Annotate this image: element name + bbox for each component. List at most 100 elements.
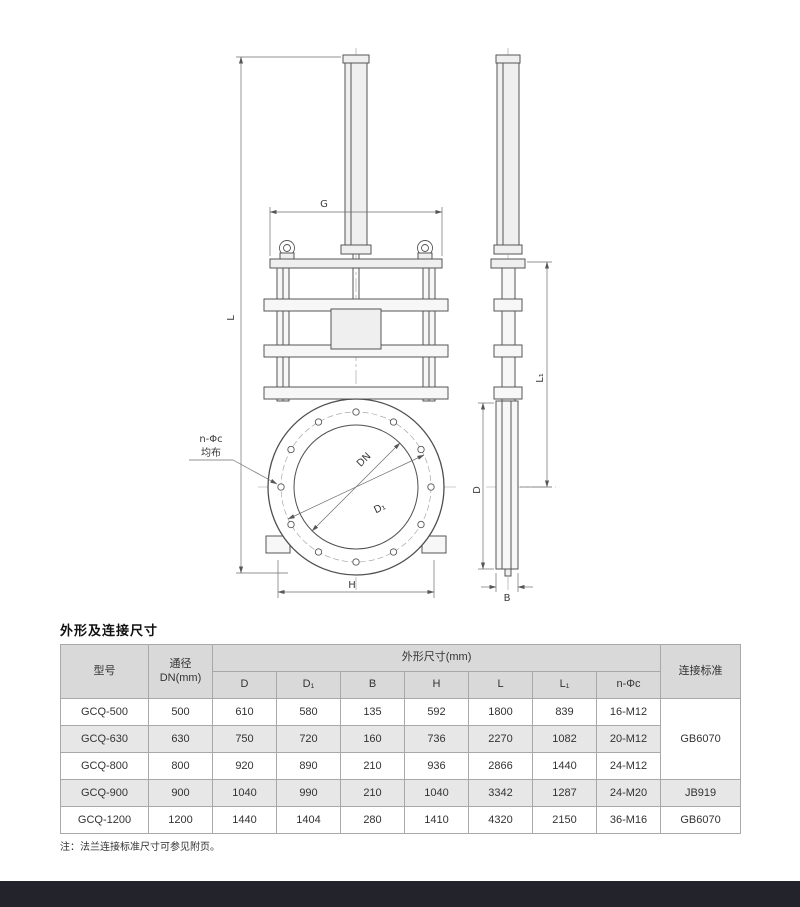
table-cell: 720 <box>276 725 341 753</box>
table-cell: GCQ-500 <box>60 698 149 726</box>
header-standard: 连接标准 <box>660 644 742 699</box>
table-cell: 630 <box>148 725 213 753</box>
table-cell: 936 <box>404 752 469 780</box>
header-dim-h: H <box>404 671 469 699</box>
table-cell: 24-M12 <box>595 752 662 780</box>
header-dim-l1: L₁ <box>532 671 597 699</box>
header-dim-l: L <box>468 671 533 699</box>
table-cell: 610 <box>212 698 277 726</box>
header-model: 型号 <box>60 644 149 699</box>
header-dn-line2: DN(mm) <box>159 671 202 684</box>
header-dn: 通径 DN(mm) <box>148 644 213 699</box>
table-cell: 280 <box>340 806 405 834</box>
table-cell: 3342 <box>468 779 533 807</box>
table-row: GCQ-500 500 610 580 135 592 1800 839 16-… <box>60 698 742 780</box>
table-cell: 1040 <box>404 779 469 807</box>
table-row: GCQ-1200 1200 1440 1404 280 1410 4320 21… <box>60 806 742 834</box>
dimension-G: G <box>269 199 443 256</box>
table-cell: 16-M12 <box>595 698 662 726</box>
header-dims-group: 外形尺寸(mm) <box>211 644 662 672</box>
table-cell: 24-M20 <box>595 779 662 807</box>
bolt-holes <box>277 408 435 566</box>
table-cell: 1287 <box>532 779 597 807</box>
table-cell: 1040 <box>212 779 277 807</box>
header-dim-d1: D₁ <box>276 671 341 699</box>
table-cell: 592 <box>404 698 469 726</box>
dimension-L: L <box>226 56 341 574</box>
table-cell: 2866 <box>468 752 533 780</box>
table-cell: 160 <box>340 725 405 753</box>
table-cell: 990 <box>276 779 341 807</box>
table-cell: 1440 <box>532 752 597 780</box>
table-cell: 890 <box>276 752 341 780</box>
table-cell: GCQ-1200 <box>60 806 149 834</box>
table-cell: GCQ-900 <box>60 779 149 807</box>
technical-drawing: DN D₁ G L H <box>189 48 556 604</box>
dimension-H: H <box>277 560 435 598</box>
yoke-frame <box>263 258 449 402</box>
table-cell: 1410 <box>404 806 469 834</box>
standard-cell: GB6070 <box>660 698 742 780</box>
table-cell: 210 <box>340 752 405 780</box>
label-h: H <box>348 580 356 591</box>
bolt-callout: n-Φc 均布 <box>189 434 278 485</box>
footer-bar <box>0 881 800 907</box>
table-header-row-2: D D₁ B H L L₁ n-Φc <box>61 671 741 699</box>
table-cell: 4320 <box>468 806 533 834</box>
lifting-eye-right <box>417 240 433 260</box>
table-cell: 1082 <box>532 725 597 753</box>
table-cell: GCQ-630 <box>60 725 149 753</box>
section-title: 外形及连接尺寸 <box>60 623 159 638</box>
table-row: GCQ-900 900 1040 990 210 1040 3342 1287 … <box>60 779 742 807</box>
label-g: G <box>320 199 328 210</box>
table-cell: GCQ-800 <box>60 752 149 780</box>
label-bolt-evenly: 均布 <box>201 447 221 459</box>
table-cell: 900 <box>148 779 213 807</box>
table-cell: 500 <box>148 698 213 726</box>
side-view: D L₁ B <box>472 48 556 604</box>
label-l: L <box>226 315 237 321</box>
label-d1: D₁ <box>372 501 387 516</box>
stem-gland-block <box>330 308 382 350</box>
dimension-B: B <box>481 573 533 604</box>
front-view: DN D₁ G L H <box>189 48 456 598</box>
label-d: D <box>472 486 483 494</box>
header-dn-line1: 通径 <box>169 657 192 670</box>
table-row: GCQ-630 630 750 720 160 736 2270 1082 20… <box>60 725 741 753</box>
table-cell: 1800 <box>468 698 533 726</box>
standard-cell: GB6070 <box>660 806 742 834</box>
table-cell: 920 <box>212 752 277 780</box>
label-l1: L₁ <box>535 373 546 383</box>
table-cell: 135 <box>340 698 405 726</box>
dimension-L1: L₁ <box>520 261 552 488</box>
table-cell: 2150 <box>532 806 597 834</box>
table-cell: 736 <box>404 725 469 753</box>
footnote: 注：法兰连接标准尺寸可参见附页。 <box>60 842 220 853</box>
yoke-side <box>490 258 526 402</box>
header-dim-d: D <box>212 671 277 699</box>
label-bolt-spec: n-Φc <box>199 434 222 445</box>
table-cell: 839 <box>532 698 597 726</box>
actuator-cylinder-side <box>493 54 523 255</box>
table-cell: 2270 <box>468 725 533 753</box>
standard-cell: JB919 <box>660 779 742 807</box>
table-cell: 800 <box>148 752 213 780</box>
dimensions-table: 型号 通径 DN(mm) 外形尺寸(mm) 连接标准 D D₁ B H L L₁… <box>60 644 742 834</box>
table-header-row-1: 型号 通径 DN(mm) 外形尺寸(mm) 连接标准 <box>60 644 742 699</box>
actuator-cylinder-front <box>340 54 372 255</box>
table-cell: 750 <box>212 725 277 753</box>
header-dim-nc: n-Φc <box>595 671 662 699</box>
label-b: B <box>504 593 511 604</box>
table-cell: 36-M16 <box>595 806 662 834</box>
table-cell: 210 <box>340 779 405 807</box>
valve-body-side <box>495 400 519 577</box>
table-cell: 20-M12 <box>595 725 662 753</box>
header-dim-b: B <box>340 671 405 699</box>
lifting-eye-left <box>279 240 295 260</box>
table-cell: 1440 <box>212 806 277 834</box>
table-row: GCQ-800 800 920 890 210 936 2866 1440 24… <box>60 752 741 780</box>
dimension-D: D <box>472 402 494 570</box>
table-cell: 580 <box>276 698 341 726</box>
table-cell: 1404 <box>276 806 341 834</box>
